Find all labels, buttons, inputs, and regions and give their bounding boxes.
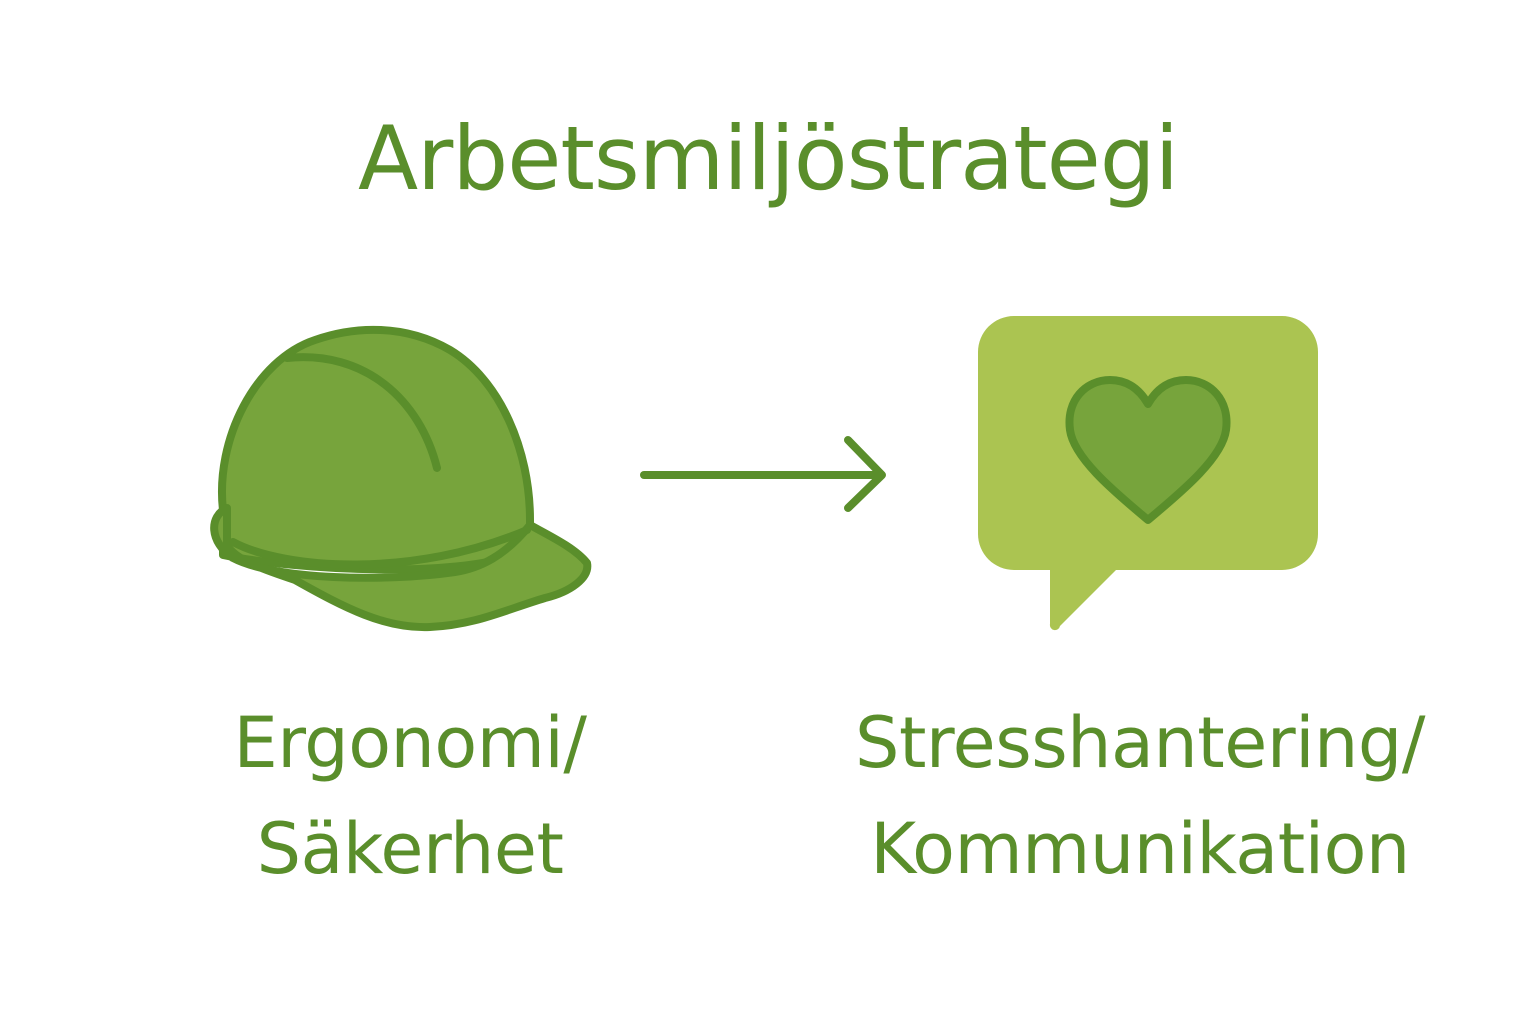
hard-hat-icon	[210, 325, 592, 632]
ergonomics-label-line1: Ergonomi/	[233, 702, 587, 784]
arrow-right-icon	[640, 436, 886, 512]
ergonomics-label-line2: Säkerhet	[256, 808, 564, 890]
stress-label-line1: Stresshantering/	[855, 702, 1425, 784]
page-title: Arbetsmiljöstrategi	[357, 107, 1179, 210]
stress-communication-label: Stresshantering/ Kommunikation	[820, 690, 1460, 902]
stress-label-line2: Kommunikation	[870, 808, 1410, 890]
ergonomics-safety-label: Ergonomi/ Säkerhet	[180, 690, 640, 902]
speech-bubble-heart-icon	[978, 316, 1318, 631]
